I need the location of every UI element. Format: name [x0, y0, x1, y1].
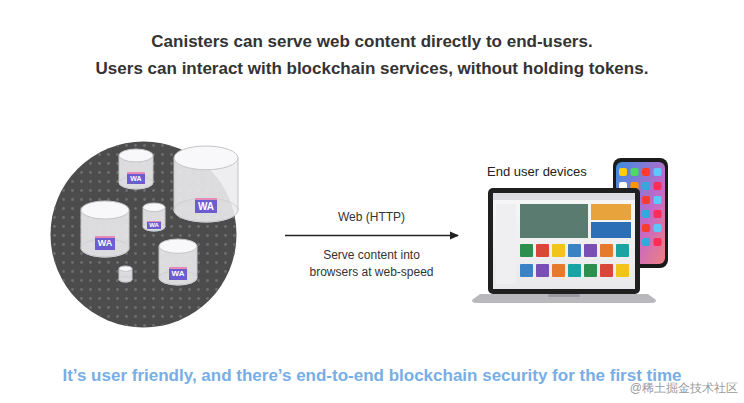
canister-label: WA	[127, 172, 144, 184]
canister-label: WA	[95, 236, 116, 250]
title-word: web	[317, 32, 350, 51]
canister-cylinder: WA	[173, 145, 239, 223]
title-word: serve	[268, 32, 312, 51]
caption: It’s user friendly, and there’s end-to-e…	[62, 366, 681, 386]
connector-arrow	[285, 235, 458, 236]
title-word: can	[148, 59, 177, 78]
canister-label: WA	[169, 267, 188, 280]
canister-label: WA	[195, 198, 217, 213]
title-word: services,	[380, 59, 453, 78]
watermark: @稀土掘金技术社区	[630, 380, 738, 397]
title-word: can	[234, 32, 263, 51]
device-illustration	[486, 158, 671, 303]
title-word: end-users.	[507, 32, 593, 51]
title-word: directly	[421, 32, 481, 51]
canister-cylinder: WA	[80, 200, 130, 258]
title-word: interact	[182, 59, 243, 78]
canister-cylinder: WA	[142, 202, 166, 232]
title-word: blockchain	[287, 59, 376, 78]
title-word: without	[458, 59, 518, 78]
title-word: Canisters	[151, 32, 228, 51]
edge-note: Serve content into browsers at web-speed	[302, 247, 442, 281]
title-word: with	[248, 59, 282, 78]
title: Canisters can serve web content directly…	[0, 28, 744, 82]
title-word: to	[486, 32, 502, 51]
device-group: End user devices	[486, 158, 671, 303]
title-word: content	[355, 32, 416, 51]
title-lines: Canisters can serve web content directly…	[96, 28, 649, 82]
title-word: tokens.	[589, 59, 649, 78]
canister-cylinder: WA	[118, 148, 154, 190]
edge-label: Web (HTTP)	[338, 210, 405, 224]
title-word: holding	[523, 59, 584, 78]
title-word: Users	[96, 59, 143, 78]
group-heading: End user devices	[487, 164, 587, 179]
canister-label: WA	[147, 221, 161, 229]
canister-cylinder: WA	[158, 238, 198, 286]
network-circle: WA WA WA WA WA	[50, 141, 237, 328]
